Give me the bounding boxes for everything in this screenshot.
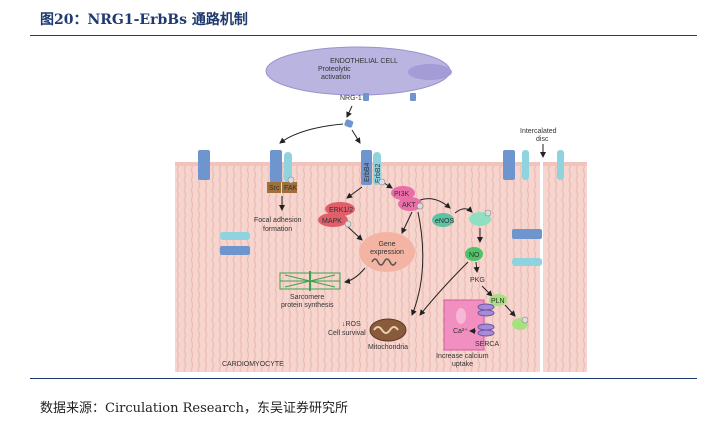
no-label: NO [469,252,480,259]
erbb4-receptor [361,150,372,185]
mapk-label: MAPK [322,218,342,225]
akt-node [398,197,422,211]
released-nrg1 [344,119,354,128]
serca-pump [477,303,495,337]
akt-label: AKT [402,202,416,209]
calcium-uptake-label-2: uptake [452,361,473,368]
active-enos-node [469,212,491,226]
ca-label: Ca²⁺ [453,328,468,335]
gene-label: Gene [378,241,395,248]
pkg-label: PKG [470,277,485,284]
no-node [465,247,483,261]
mitochondria-label: Mitochondria [368,344,408,351]
serca-label: SERCA [475,341,499,348]
fak-box [282,182,297,193]
receptor [270,150,282,183]
receptor [220,232,250,240]
erk-node [325,202,355,216]
receptor [522,150,529,180]
dna-icon [371,258,397,266]
cardiomyocyte-label: CARDIOMYOCYTE [222,361,284,368]
intercalated-disc-gap [540,162,543,372]
nrg1-ligand [363,93,369,101]
src-box [267,182,281,193]
intercalated-disc-label-2: disc [536,136,549,143]
mitochondria-icon [369,318,407,342]
erbb4-label: ErbB4 [364,162,371,182]
phosphate-icons [287,176,529,324]
receptor [512,229,542,239]
src-label: Src [269,185,280,192]
sarcomere-label-2: protein synthesis [281,302,334,309]
receptor [503,150,515,180]
mapk-node [318,213,348,227]
pi3k-label: PI3K [394,191,410,198]
gene-expression-node [359,232,415,272]
calcium-uptake-label: Increase calcium [436,353,489,360]
enos-label: eNOS [435,218,454,225]
receptor [198,150,210,180]
sarcoplasmic-reticulum [443,299,485,351]
nrg1-ligand-2 [410,93,416,101]
pi3k-node [391,186,415,200]
top-rule [30,35,697,36]
ros-label: ↓ROS [342,321,361,328]
erk-label: ERK1/2 [329,207,353,214]
sarcomere-icon [279,271,341,291]
cell-survival-label: Cell survival [328,330,366,337]
erbb2-receptor [373,152,381,185]
proteolytic-label: Proteolytic [318,66,351,73]
fak-label: FAK [284,185,298,192]
nrg1-label: NRG-1 [340,95,362,102]
receptor [284,152,292,183]
receptor [512,258,542,266]
proteolytic-label-2: activation [321,74,351,81]
source-note: 数据来源：Circulation Research，东吴证券研究所 [40,401,349,416]
bottom-rule [30,378,697,379]
enos-node [432,213,454,227]
pln-node [489,294,507,306]
gene-expression-label: expression [370,249,404,256]
focal-adhesion-label: Focal adhesion [254,217,302,224]
intercalated-disc-label: Intercalated [520,128,557,135]
receptor [220,246,250,255]
receptor [557,150,564,180]
endothelial-cell-label: ENDOTHELIAL CELL [330,58,398,65]
figure-title: 图20：NRG1-ErbBs 通路机制 [40,12,248,28]
focal-adhesion-label-2: formation [263,226,292,233]
erbb2-label: ErbB2 [375,163,382,183]
pln-label: PLN [491,298,505,305]
sarcomere-label: Sarcomere [290,294,324,301]
